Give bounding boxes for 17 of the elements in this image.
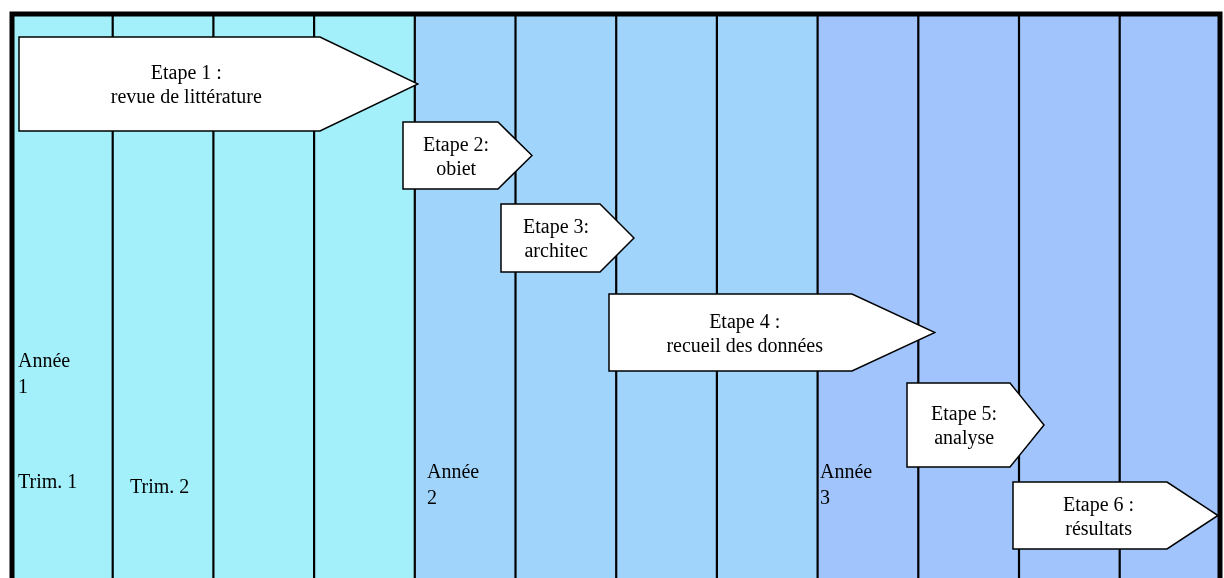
step-title: Etape 2: xyxy=(423,131,490,156)
step-title: Etape 3: xyxy=(523,214,590,238)
step-title: Etape 6 : xyxy=(1063,491,1135,516)
step-title: Etape 4 : xyxy=(709,308,781,333)
step-label: obiet xyxy=(436,156,477,180)
step-title: Etape 5: xyxy=(931,401,998,425)
step-label: architec xyxy=(524,238,588,262)
step-label: résultats xyxy=(1065,516,1132,540)
year-label: Année 2 xyxy=(427,459,481,510)
year-label: Année 1 xyxy=(18,348,72,399)
year-label: Année 3 xyxy=(820,459,874,510)
step-label: recueil des données xyxy=(666,333,823,357)
step-title: Etape 1 : xyxy=(150,60,222,84)
step-label: revue de littérature xyxy=(110,84,262,108)
quarter-label: Trim. 2 xyxy=(130,474,191,499)
quarter-label: Trim. 1 xyxy=(18,469,79,494)
step-label: analyse xyxy=(934,425,995,449)
